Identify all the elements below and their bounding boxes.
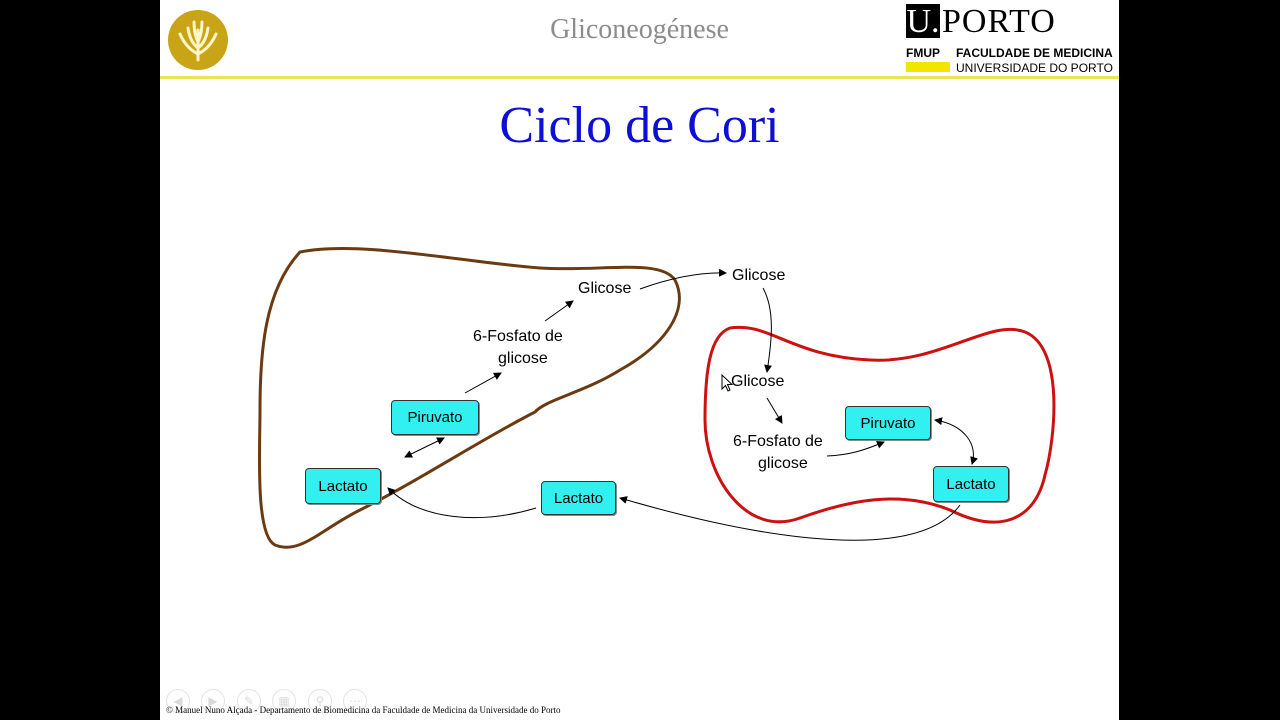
blood-lactato-box: Lactato xyxy=(541,481,616,515)
arrow-blood-to-muscle-glicose xyxy=(762,287,773,373)
next-icon[interactable]: ▶ xyxy=(201,689,225,713)
arrow-g6p-glicose-liver xyxy=(544,300,574,322)
muscle-outline xyxy=(703,325,1056,524)
uporto-logo: U. PORTO FMUP FACULDADE DE MEDICINA UNIV… xyxy=(906,3,1113,76)
liver-g6p-label-line1: 6-Fosfato de xyxy=(473,328,563,345)
muscle-g6p-label-line1: 6-Fosfato de xyxy=(733,433,823,450)
arrow-glicose-g6p-muscle xyxy=(766,397,783,424)
slide-title: Ciclo de Cori xyxy=(499,97,780,154)
slides-icon[interactable]: ▦ xyxy=(272,689,296,713)
fmup-label: FMUP xyxy=(906,46,940,60)
arrow-piruvato-lactato-muscle xyxy=(934,417,978,465)
uporto-u-mark: U. xyxy=(906,3,940,40)
slide: Gliconeogénese U. PORTO FMUP FACULDADE D… xyxy=(160,0,1119,720)
arrow-muscle-lactato-to-blood xyxy=(619,496,961,541)
fmup-yellow-bar xyxy=(906,62,950,72)
cori-cycle-diagram xyxy=(257,247,1056,549)
liver-outline xyxy=(257,247,681,549)
header-title: Gliconeogénese xyxy=(550,14,729,45)
liver-glicose-label: Glicose xyxy=(578,280,632,297)
muscle-glicose-label: Glicose xyxy=(731,373,785,390)
university-emblem-logo xyxy=(168,10,228,70)
more-icon[interactable]: ⋯ xyxy=(343,689,367,713)
liver-g6p-label-line2: glicose xyxy=(498,350,548,367)
arrow-lactato-piruvato-liver xyxy=(404,437,445,458)
muscle-lactato-box: Lactato xyxy=(933,466,1009,502)
universidade-label: UNIVERSIDADE DO PORTO xyxy=(956,61,1113,75)
uporto-wordmark: PORTO xyxy=(942,3,1056,40)
zoom-icon[interactable]: ⚲ xyxy=(308,689,332,713)
mouse-cursor-icon xyxy=(721,374,733,392)
arrow-blood-lactato-to-liver xyxy=(387,487,537,519)
footer-credit: © Manuel Nuno Alçada - Departamento de B… xyxy=(166,705,561,715)
faculdade-label: FACULDADE DE MEDICINA xyxy=(956,46,1113,60)
muscle-piruvato-box: Piruvato xyxy=(845,406,931,440)
arrow-piruvato-g6p-liver xyxy=(464,372,502,394)
header-divider xyxy=(160,76,1119,79)
blood-glicose-label: Glicose xyxy=(732,267,786,284)
prev-icon[interactable]: ◀ xyxy=(166,689,190,713)
liver-lactato-box: Lactato xyxy=(305,468,381,504)
arrow-glicose-to-blood xyxy=(639,268,727,290)
pen-icon[interactable]: ✎ xyxy=(237,689,261,713)
muscle-g6p-label-line2: glicose xyxy=(758,455,808,472)
liver-piruvato-box: Piruvato xyxy=(391,400,479,435)
arrow-g6p-piruvato-muscle xyxy=(826,441,885,457)
